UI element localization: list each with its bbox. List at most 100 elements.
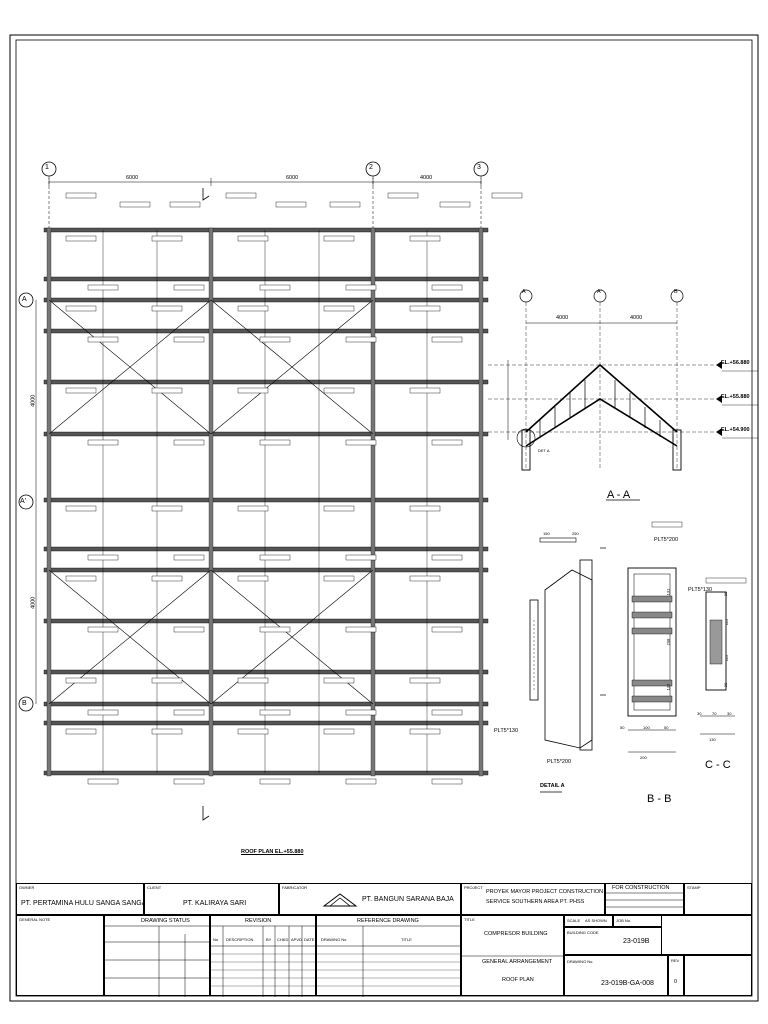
- fabricator-logo-icon: [322, 893, 358, 907]
- rev-col-date: DATE: [304, 937, 315, 942]
- member-tag: [259, 336, 291, 343]
- member-tag: [345, 626, 377, 633]
- rev-col-by: BY: [266, 937, 272, 942]
- building-code-cell: BUILDING CODE 23-019B: [564, 927, 662, 955]
- drawing-no-label: DRAWING No.: [567, 959, 594, 964]
- title-sub-2: ROOF PLAN: [502, 977, 534, 983]
- detail-label-plt130: PLT5*130: [494, 728, 519, 734]
- project-cell: PROJECT PROYEK MAYOR PROJECT CONSTRUCTIO…: [461, 883, 605, 915]
- section-aa-dim-2: 4000: [630, 315, 643, 321]
- rev-cell: REV 0: [668, 955, 684, 996]
- member-tag: [409, 728, 441, 735]
- fabricator-cell: FABRICATOR PT. BANGUN SARANA BAJA: [279, 883, 461, 915]
- member-tag: [387, 192, 419, 199]
- cc-dim-v4: 30: [723, 682, 729, 688]
- drawing-status-grid: [105, 925, 211, 997]
- cc-dim-v1: 30: [723, 591, 729, 597]
- member-tag: [259, 709, 291, 716]
- status-lines: [606, 892, 685, 908]
- plate-cc-core: [709, 619, 723, 665]
- client-label: CLIENT: [147, 885, 162, 890]
- member-tag: [491, 192, 523, 199]
- section-aa-grid-a-prime: A': [597, 289, 602, 295]
- grid-bubble-b: B: [22, 700, 27, 707]
- cc-dim-h2: 70: [712, 711, 717, 716]
- fabricator-name: PT. BANGUN SARANA BAJA: [362, 896, 454, 903]
- purlin: [43, 379, 489, 385]
- member-tag: [409, 305, 441, 312]
- purlin: [43, 567, 489, 573]
- member-tag: [65, 387, 97, 394]
- plate-outline: [544, 569, 593, 749]
- section-aa-dim-1: 4000: [556, 315, 569, 321]
- plate-side: [529, 599, 539, 701]
- member-tag: [65, 192, 97, 199]
- section-bb-title: B - B: [647, 793, 672, 805]
- detail-dim-150: 150: [543, 531, 550, 536]
- detail-a-title: DETAIL A: [540, 783, 565, 789]
- member-tag: [151, 677, 183, 684]
- member-tag: [259, 284, 291, 291]
- bolt-row: [631, 627, 673, 635]
- cc-dim-h1: 30: [697, 711, 702, 716]
- rafter: [370, 227, 376, 777]
- title-grid: [462, 955, 565, 957]
- rafter: [478, 227, 484, 777]
- member-tag: [651, 521, 683, 528]
- scale-label: SCALE: [567, 918, 581, 923]
- purlin: [43, 701, 489, 707]
- bb-dim-h3: 50: [664, 725, 669, 730]
- bb-dim-h1: 50: [620, 725, 625, 730]
- plate-cc: [705, 591, 727, 691]
- bb-dim-v1: 131: [665, 588, 671, 596]
- bolt-row: [631, 595, 673, 603]
- project-label: PROJECT: [464, 885, 483, 890]
- scale-value: AS SHOWN: [585, 918, 607, 923]
- member-tag: [225, 192, 257, 199]
- detail-dim-250: 250: [572, 531, 579, 536]
- purlin: [43, 328, 489, 334]
- truss-bottom-chord: [525, 398, 678, 447]
- member-tag: [87, 778, 119, 785]
- job-cell: JOB No.: [613, 915, 662, 927]
- member-tag: [345, 439, 377, 446]
- member-tag: [237, 505, 269, 512]
- purlin: [43, 669, 489, 675]
- revision-label: REVISION: [245, 918, 272, 924]
- member-tag: [237, 575, 269, 582]
- dim-box: [539, 537, 577, 543]
- section-arrow: [202, 188, 210, 201]
- member-tag: [431, 778, 463, 785]
- purlin: [43, 546, 489, 552]
- member-tag: [87, 709, 119, 716]
- level-mid-marker: [716, 395, 722, 403]
- reference-drawing-label: REFERENCE DRAWING: [357, 918, 419, 924]
- owner-cell: OWNER PT. PERTAMINA HULU SANGA SANGA: [16, 883, 146, 915]
- member-tag: [173, 439, 205, 446]
- drawing-no-value: 23-019B-GA-008: [601, 980, 654, 987]
- member-tag: [409, 677, 441, 684]
- member-tag: [237, 305, 269, 312]
- section-arrow: [202, 806, 210, 821]
- rev-col-apvd: APVD: [291, 937, 302, 942]
- general-note-label: GENERAL NOTE: [19, 917, 51, 922]
- grid-bubble-a-prime: A': [20, 498, 27, 505]
- member-tag: [87, 336, 119, 343]
- member-tag: [151, 575, 183, 582]
- bb-dim-h2: 100: [643, 725, 650, 730]
- member-tag: [439, 201, 471, 208]
- member-tag: [345, 284, 377, 291]
- member-tag: [237, 728, 269, 735]
- member-tag: [173, 554, 205, 561]
- purlin: [43, 431, 489, 437]
- member-tag: [65, 677, 97, 684]
- member-tag: [151, 505, 183, 512]
- project-line-2: SERVICE SOUTHERN AREA PT. PHSS: [486, 899, 585, 905]
- detail-circle: [516, 428, 536, 448]
- grid-bubble-3: 3: [477, 164, 481, 171]
- section-cc-title: C - C: [705, 759, 731, 771]
- rev-col-chkd: CHKD: [277, 937, 289, 942]
- ref-col-title: TITLE: [401, 937, 412, 942]
- member-tag: [169, 201, 201, 208]
- member-tag: [237, 677, 269, 684]
